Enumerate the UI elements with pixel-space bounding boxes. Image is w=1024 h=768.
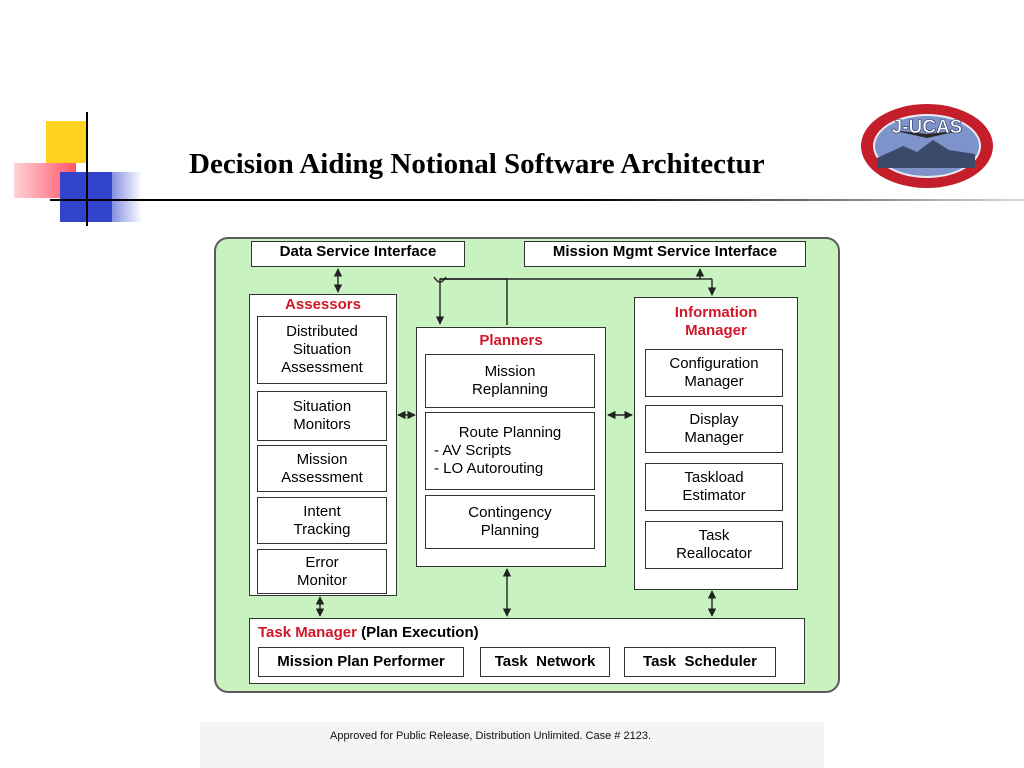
mission-plan-performer-box: Mission Plan Performer [258,647,464,677]
planner-text: Mission [484,363,536,380]
assessor-text: Situation [292,341,352,358]
assessor-text: Tracking [293,520,351,538]
task-manager-item: Task Scheduler [643,653,757,670]
decor-vertical-line [86,112,88,226]
assessor-text: Situation [292,398,352,415]
info-manager-text: Reallocator [676,545,752,562]
data-service-interface-box: Data Service Interface [251,241,465,267]
assessor-text: Assessment [281,359,363,376]
task-network-box: Task Network [480,647,610,677]
information-manager-title-line: Manager [685,322,747,339]
info-manager-text: Manager [684,429,744,446]
info-manager-text: Task [698,527,730,544]
decor-blue-fade [112,172,142,222]
assessor-text: Distributed [286,323,358,340]
route-planning-bullet: - LO Autorouting [434,460,544,477]
logo-text: J-UCAS [892,117,963,138]
planners-group: Planners Mission Replanning Route Planni… [416,327,606,567]
configuration-manager-box: Configuration Manager [645,349,783,397]
info-manager-text: Taskload [684,469,744,486]
task-manager-group: Task Manager (Plan Execution) Mission Pl… [249,618,805,684]
mission-mgmt-service-interface-label: Mission Mgmt Service Interface [552,243,778,260]
display-manager-box: Display Manager [645,405,783,453]
mission-replanning-box: Mission Replanning [425,354,595,408]
mission-mgmt-service-interface-box: Mission Mgmt Service Interface [524,241,806,267]
planners-title: Planners [479,332,543,349]
task-scheduler-box: Task Scheduler [624,647,776,677]
planner-text: Contingency [468,504,552,521]
arrow-bus-line [439,278,508,325]
intent-tracking-box: Intent Tracking [257,497,387,544]
task-manager-item: Mission Plan Performer [277,653,445,670]
info-manager-text: Estimator [682,487,746,504]
j-ucas-logo: J-UCAS [861,104,993,188]
distributed-situation-assessment-box: Distributed Situation Assessment [257,316,387,384]
mission-assessment-box: Mission Assessment [257,445,387,492]
route-planning-box: Route Planning - AV Scripts - LO Autorou… [425,412,595,490]
approval-footer: Approved for Public Release, Distributio… [200,722,824,768]
data-service-interface-label: Data Service Interface [279,243,437,260]
route-planning-bullet: - AV Scripts [434,442,512,459]
situation-monitors-box: Situation Monitors [257,391,387,441]
info-manager-text: Display [689,411,739,428]
information-manager-group: Information Manager Configuration Manage… [634,297,798,590]
architecture-diagram: Data Service Interface Mission Mgmt Serv… [214,237,840,693]
assessors-title: Assessors [285,296,361,313]
task-reallocator-box: Task Reallocator [645,521,783,569]
info-manager-text: Configuration [669,355,759,372]
planner-text: Replanning [472,381,548,398]
arrow-bus-symbol [433,276,447,283]
assessors-group: Assessors Distributed Situation Assessme… [249,294,397,596]
contingency-planning-box: Contingency Planning [425,495,595,549]
error-monitor-box: Error Monitor [257,549,387,594]
assessor-text: Error [305,553,339,571]
assessor-text: Mission [296,450,348,468]
title-rule [50,199,1024,201]
task-manager-item: Task Network [494,653,596,670]
info-manager-text: Manager [684,373,744,390]
task-manager-heading: Task Manager (Plan Execution) [258,624,479,642]
assessor-text: Assessment [281,468,363,486]
information-manager-title-line: Information [674,304,758,321]
taskload-estimator-box: Taskload Estimator [645,463,783,511]
route-planning-heading: Route Planning [458,424,562,441]
planner-text: Planning [480,522,540,539]
decor-yellow-square [46,121,88,163]
assessor-text: Monitors [293,416,351,433]
information-manager-title: Information Manager [635,304,797,340]
task-manager-title: Task Manager [258,624,357,641]
approval-text: Approved for Public Release, Distributio… [330,730,651,742]
slide-title: Decision Aiding Notional Software Archit… [189,148,765,180]
task-manager-subtitle: (Plan Execution) [361,624,479,641]
assessor-text: Intent [303,502,341,520]
assessor-text: Monitor [296,571,348,589]
